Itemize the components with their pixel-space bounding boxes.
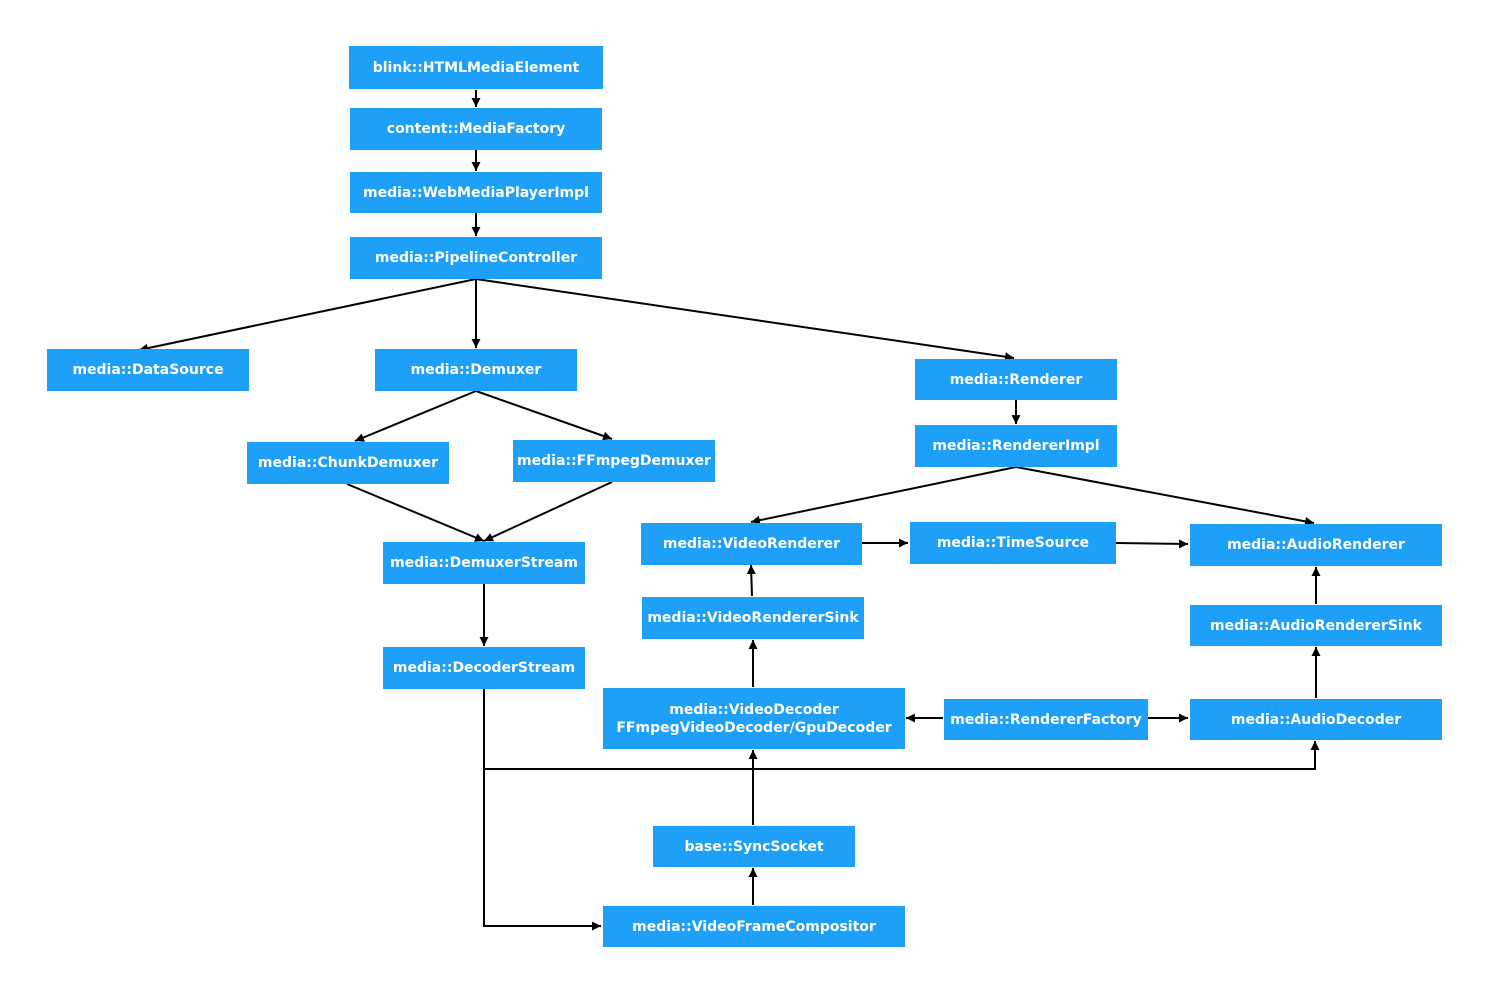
node-label: media::Demuxer xyxy=(410,362,542,378)
node-label: media::DecoderStream xyxy=(392,660,576,676)
node-video-renderer-sink: media::VideoRendererSink xyxy=(642,597,864,639)
node-label: media::AudioRenderer xyxy=(1227,537,1405,553)
edge-demuxer-to-chunk-demuxer xyxy=(354,390,477,442)
node-label: media::VideoFrameCompositor xyxy=(632,918,876,935)
node-pipeline-controller: media::PipelineController xyxy=(350,237,602,279)
node-label: media::DataSource xyxy=(72,362,224,378)
node-label: content::MediaFactory xyxy=(386,121,566,137)
node-chunk-demuxer: media::ChunkDemuxer xyxy=(247,442,449,484)
node-label: media::VideoRendererSink xyxy=(647,610,859,626)
node-label: media::VideoRenderer xyxy=(662,536,841,552)
node-renderer-factory: media::RendererFactory xyxy=(944,699,1148,740)
edge-decoder-stream-to-video-frame-compositor xyxy=(483,689,601,931)
node-label: media::DemuxerStream xyxy=(390,555,578,571)
node-audio-renderer-sink: media::AudioRendererSink xyxy=(1190,605,1442,646)
node-video-renderer: media::VideoRenderer xyxy=(641,523,862,565)
edge-time-source-to-audio-renderer xyxy=(1115,539,1189,549)
node-label-line1: media::VideoDecoder xyxy=(669,701,839,718)
node-html-media-element: blink::HTMLMediaElement xyxy=(349,46,603,89)
node-label: media::AudioRendererSink xyxy=(1209,617,1422,634)
node-audio-decoder: media::AudioDecoder xyxy=(1190,699,1442,740)
edge-chunk-demuxer-to-demuxer-stream xyxy=(346,483,485,542)
node-label: media::RendererFactory xyxy=(950,711,1142,728)
node-video-frame-compositor: media::VideoFrameCompositor xyxy=(603,906,905,947)
node-time-source: media::TimeSource xyxy=(910,522,1116,564)
node-sync-socket: base::SyncSocket xyxy=(653,826,855,867)
node-web-media-player-impl: media::WebMediaPlayerImpl xyxy=(350,172,602,213)
node-label: media::RendererImpl xyxy=(932,438,1100,454)
node-demuxer-stream: media::DemuxerStream xyxy=(383,542,585,584)
edge-renderer-impl-to-video-renderer xyxy=(750,466,1017,525)
node-label-line2: FFmpegVideoDecoder/GpuDecoder xyxy=(616,719,892,736)
edge-ffmpeg-demuxer-to-demuxer-stream xyxy=(483,481,613,542)
edge-bus-to-audio-decoder xyxy=(484,741,1320,770)
node-media-factory: content::MediaFactory xyxy=(350,108,602,150)
node-demuxer: media::Demuxer xyxy=(375,349,577,391)
node-renderer-impl: media::RendererImpl xyxy=(915,425,1117,467)
node-label: media::Renderer xyxy=(949,371,1083,388)
edge-demuxer-to-ffmpeg-demuxer xyxy=(475,390,613,441)
edge-pipeline-controller-to-renderer xyxy=(475,278,1015,362)
node-label: base::SyncSocket xyxy=(684,838,824,855)
edge-pipeline-controller-to-data-source xyxy=(138,278,477,353)
node-label: media::FFmpegDemuxer xyxy=(517,453,711,469)
node-renderer: media::Renderer xyxy=(915,359,1117,400)
node-data-source: media::DataSource xyxy=(47,349,249,391)
node-label: blink::HTMLMediaElement xyxy=(372,59,580,76)
edge-renderer-impl-to-audio-renderer xyxy=(1015,466,1315,526)
node-ffmpeg-demuxer: media::FFmpegDemuxer xyxy=(513,440,715,482)
node-decoder-stream: media::DecoderStream xyxy=(383,647,585,689)
node-label: media::WebMediaPlayerImpl xyxy=(363,184,589,201)
node-label: media::AudioDecoder xyxy=(1230,711,1402,728)
edge-video-renderer-sink-to-video-renderer xyxy=(746,564,756,597)
node-audio-renderer: media::AudioRenderer xyxy=(1190,524,1442,566)
node-label: media::TimeSource xyxy=(936,535,1090,551)
node-label: media::ChunkDemuxer xyxy=(257,455,439,471)
node-label: media::PipelineController xyxy=(374,250,578,266)
